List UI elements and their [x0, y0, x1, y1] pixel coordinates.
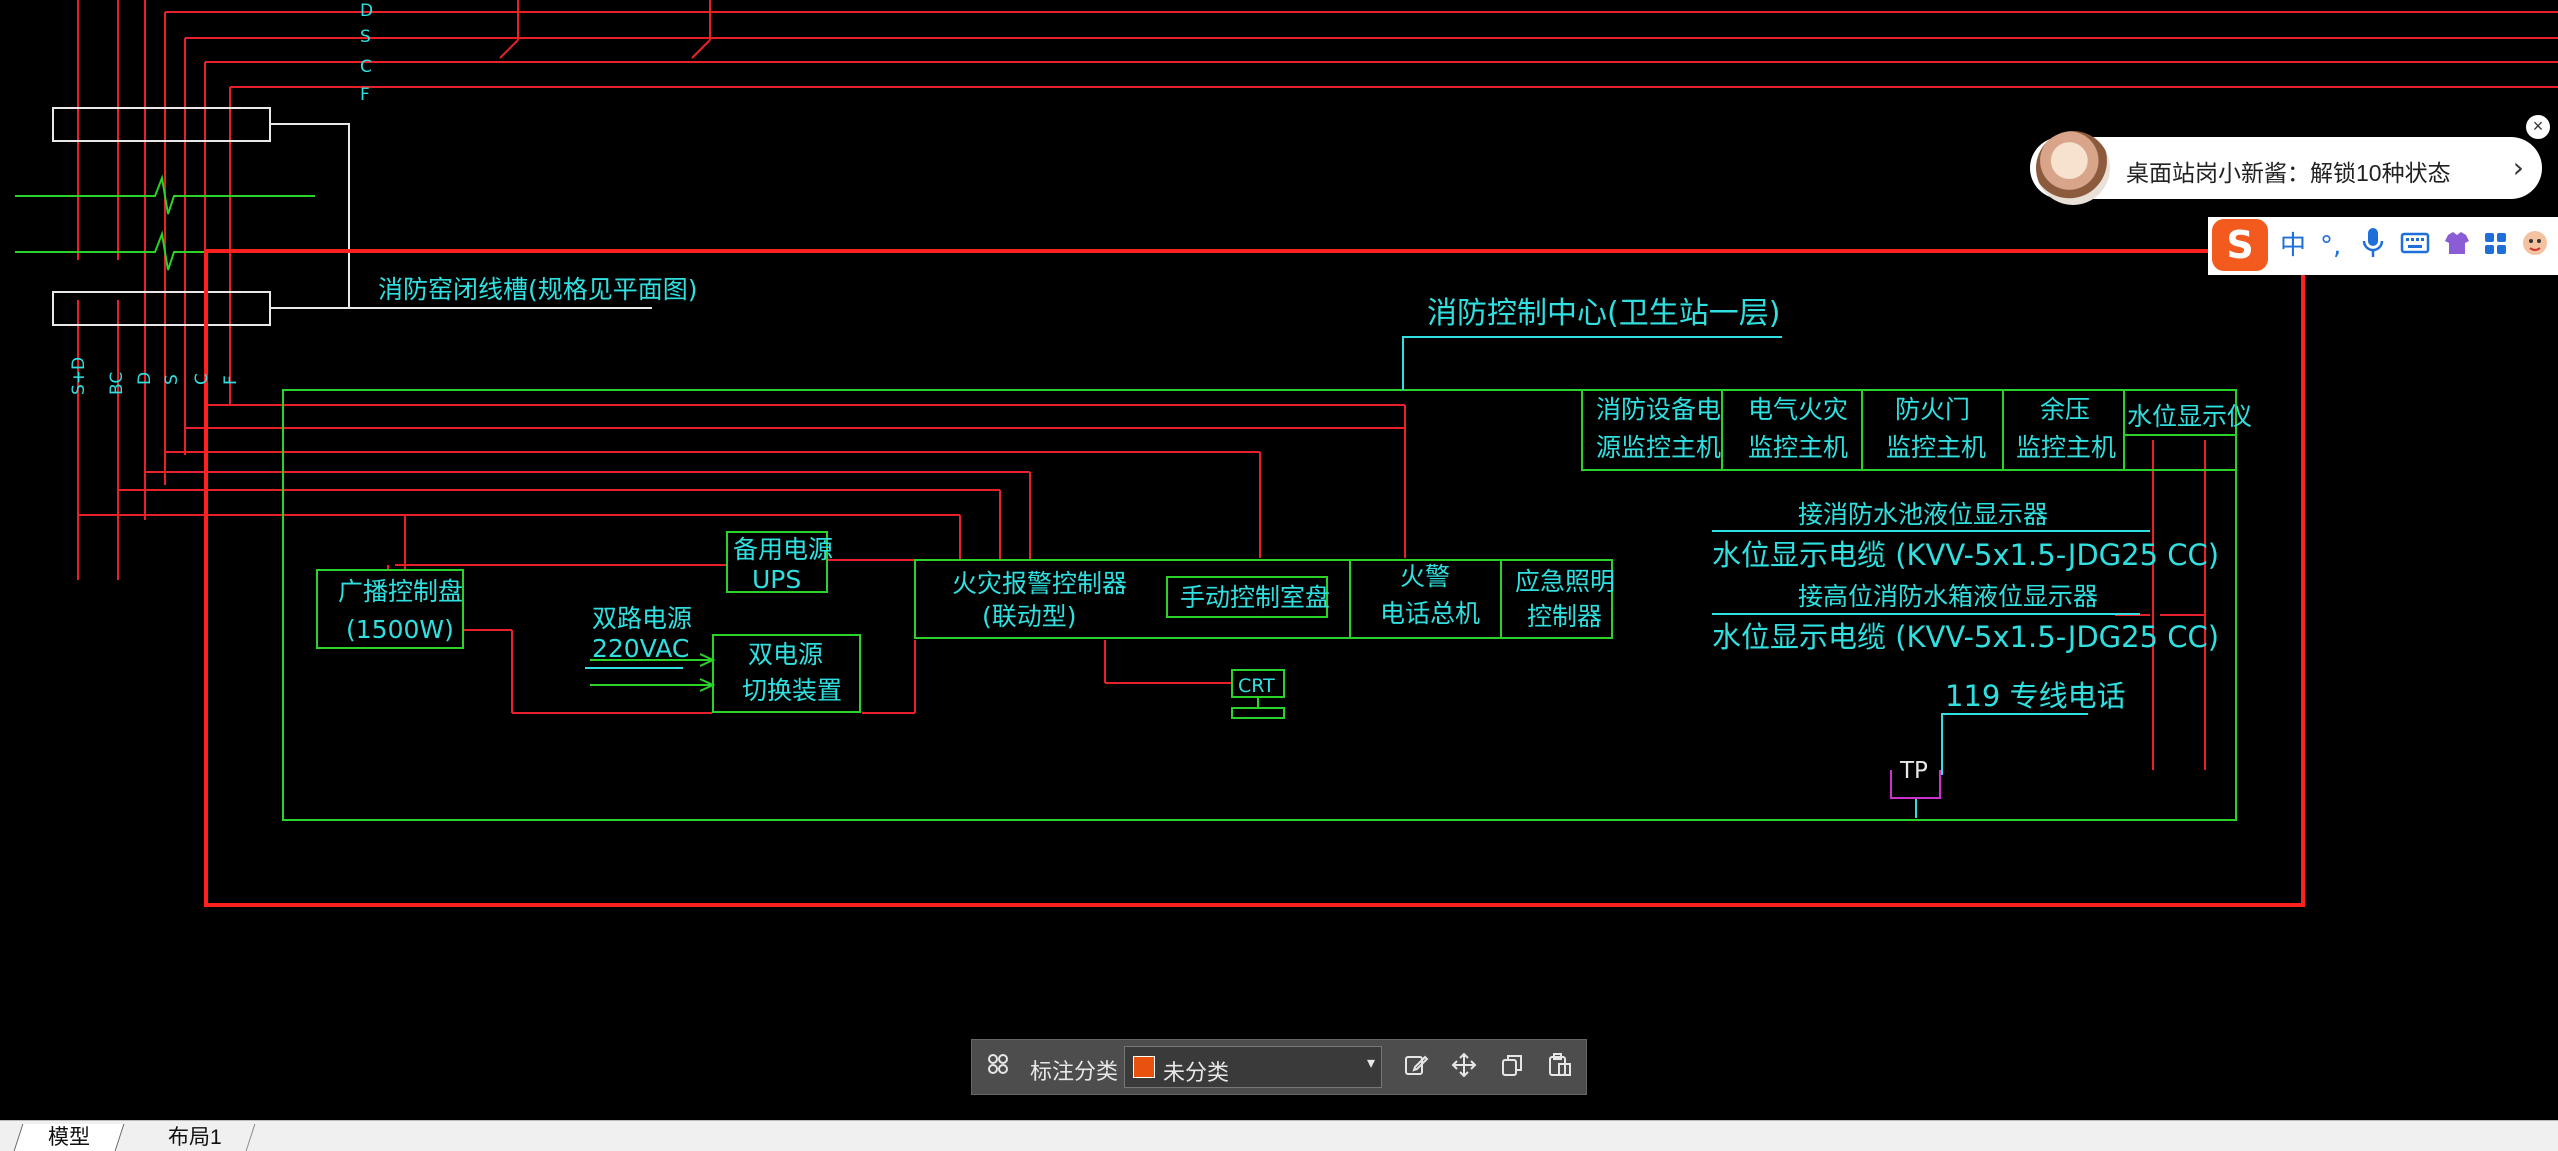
trunk-label-bc: BC	[107, 372, 127, 395]
category-label: 标注分类	[1030, 1059, 1119, 1084]
desktop-pet-notification[interactable]: 桌面站岗小新酱：解锁10种状态 ›	[2030, 131, 2542, 205]
chevron-down-icon: ▾	[1366, 1053, 1375, 1072]
chevron-right-icon[interactable]: ›	[2512, 151, 2524, 184]
fire-controller-label: 火灾报警控制器	[952, 569, 1127, 598]
trunk-label-s: S	[360, 27, 371, 47]
ups-label: 备用电源	[733, 535, 833, 564]
power-monitor-sublabel: 源监控主机	[1596, 433, 1721, 462]
green-blocks	[282, 389, 2237, 821]
selection-box	[204, 249, 2305, 907]
keyboard-icon[interactable]	[2400, 226, 2430, 272]
category-color-swatch	[1133, 1056, 1155, 1078]
paste-icon[interactable]	[1544, 1052, 1576, 1084]
tp-label: TP	[1899, 758, 1928, 784]
copy-icon[interactable]	[1496, 1052, 1528, 1084]
category-value: 未分类	[1163, 1060, 1230, 1085]
trunk-label-c-left: C	[192, 373, 212, 385]
ime-punctuation-toggle[interactable]: °,	[2320, 231, 2342, 261]
ime-skin-avatar-icon[interactable]	[2520, 226, 2550, 272]
tp-box	[1890, 770, 1941, 799]
apps-grid-icon[interactable]	[2482, 226, 2510, 272]
category-select[interactable]: 未分类 ▾	[1124, 1046, 1382, 1088]
elec-fire-label: 电气火灾	[1748, 395, 1848, 424]
cyan-lines	[585, 336, 2150, 818]
level-display-label: 水位显示仪	[2127, 402, 2252, 431]
crt-label: CRT	[1238, 675, 1275, 697]
edit-icon[interactable]	[1400, 1052, 1432, 1084]
trough-label: 消防窑闭线槽(规格见平面图)	[378, 275, 698, 304]
annotation-toolbar: 标注分类 未分类 ▾	[971, 1039, 1587, 1095]
manual-panel-label: 手动控制室盘	[1180, 583, 1330, 612]
cable-label-1: 水位显示电缆 (KVV-5x1.5-JDG25 CC)	[1712, 538, 2219, 572]
broadcast-power: (1500W)	[346, 615, 454, 644]
emergency-label: 应急照明	[1515, 567, 1615, 596]
cad-drawing: D S C F S+D BC D S C F 消防窑闭线槽(规格见平面图) 消防…	[15, 0, 2558, 907]
conduit-boxes	[52, 107, 652, 326]
mascot-avatar	[2036, 131, 2110, 205]
ups-sublabel: UPS	[752, 565, 801, 594]
cad-drawing-canvas[interactable]: D S C F S+D BC D S C F 消防窑闭线槽(规格见平面图) 消防…	[0, 0, 2558, 1120]
switch-label: 双电源	[748, 640, 823, 669]
trunk-label-d-left: D	[135, 372, 155, 385]
pressure-label: 余压	[2040, 395, 2090, 424]
trunk-label-s-left: S	[162, 374, 182, 385]
move-icon[interactable]	[1448, 1052, 1480, 1084]
red-bus-lines	[77, 0, 2558, 580]
trunk-label-c: C	[360, 57, 372, 77]
pool-note: 接消防水池液位显示器	[1798, 500, 2048, 529]
center-title: 消防控制中心(卫生站一层)	[1427, 296, 1780, 331]
fire-door-label: 防火门	[1895, 395, 1970, 424]
dual-power-voltage: 220VAC	[592, 634, 689, 663]
phone-sublabel: 电话总机	[1380, 599, 1480, 628]
microphone-icon[interactable]	[2360, 226, 2386, 272]
tab-layout1[interactable]: 布局1	[135, 1124, 256, 1151]
fire-door-sublabel: 监控主机	[1886, 433, 1986, 462]
phone-label: 火警	[1400, 562, 1450, 591]
trunk-label-d: D	[360, 1, 373, 21]
category-grid-icon[interactable]	[982, 1052, 1014, 1084]
pressure-sublabel: 监控主机	[2016, 433, 2116, 462]
tank-note: 接高位消防水箱液位显示器	[1798, 582, 2098, 611]
switch-sublabel: 切换装置	[742, 676, 842, 705]
power-monitor-label: 消防设备电	[1596, 395, 1721, 424]
tab-model-label: 模型	[48, 1126, 90, 1149]
dual-power-label: 双路电源	[592, 604, 692, 633]
trunk-label-f-left: F	[221, 375, 241, 385]
fire-controller-sublabel: (联动型)	[982, 602, 1077, 631]
broadcast-label: 广播控制盘	[338, 577, 463, 606]
ime-mode-toggle[interactable]: 中	[2280, 231, 2307, 261]
ime-toolbar: S 中 °,	[2208, 217, 2558, 275]
break-lines	[15, 174, 315, 271]
trunk-label-sd: S+D	[69, 357, 89, 395]
tab-model[interactable]: 模型	[13, 1124, 125, 1151]
layout-tab-bar: 模型 布局1	[0, 1120, 2558, 1151]
elec-fire-sublabel: 监控主机	[1748, 433, 1848, 462]
sogou-logo-icon[interactable]: S	[2212, 219, 2268, 271]
cable-label-2: 水位显示电缆 (KVV-5x1.5-JDG25 CC)	[1712, 620, 2219, 654]
emergency-sublabel: 控制器	[1527, 602, 1602, 631]
tab-layout1-label: 布局1	[168, 1126, 222, 1149]
red-trunk-to-panel	[78, 404, 2206, 770]
hotline-label: 119 专线电话	[1945, 679, 2126, 713]
notification-text: 桌面站岗小新酱：解锁10种状态	[2126, 160, 2451, 186]
close-icon[interactable]: ×	[2526, 115, 2550, 139]
shirt-icon[interactable]	[2442, 226, 2472, 272]
trunk-label-f: F	[360, 85, 370, 105]
